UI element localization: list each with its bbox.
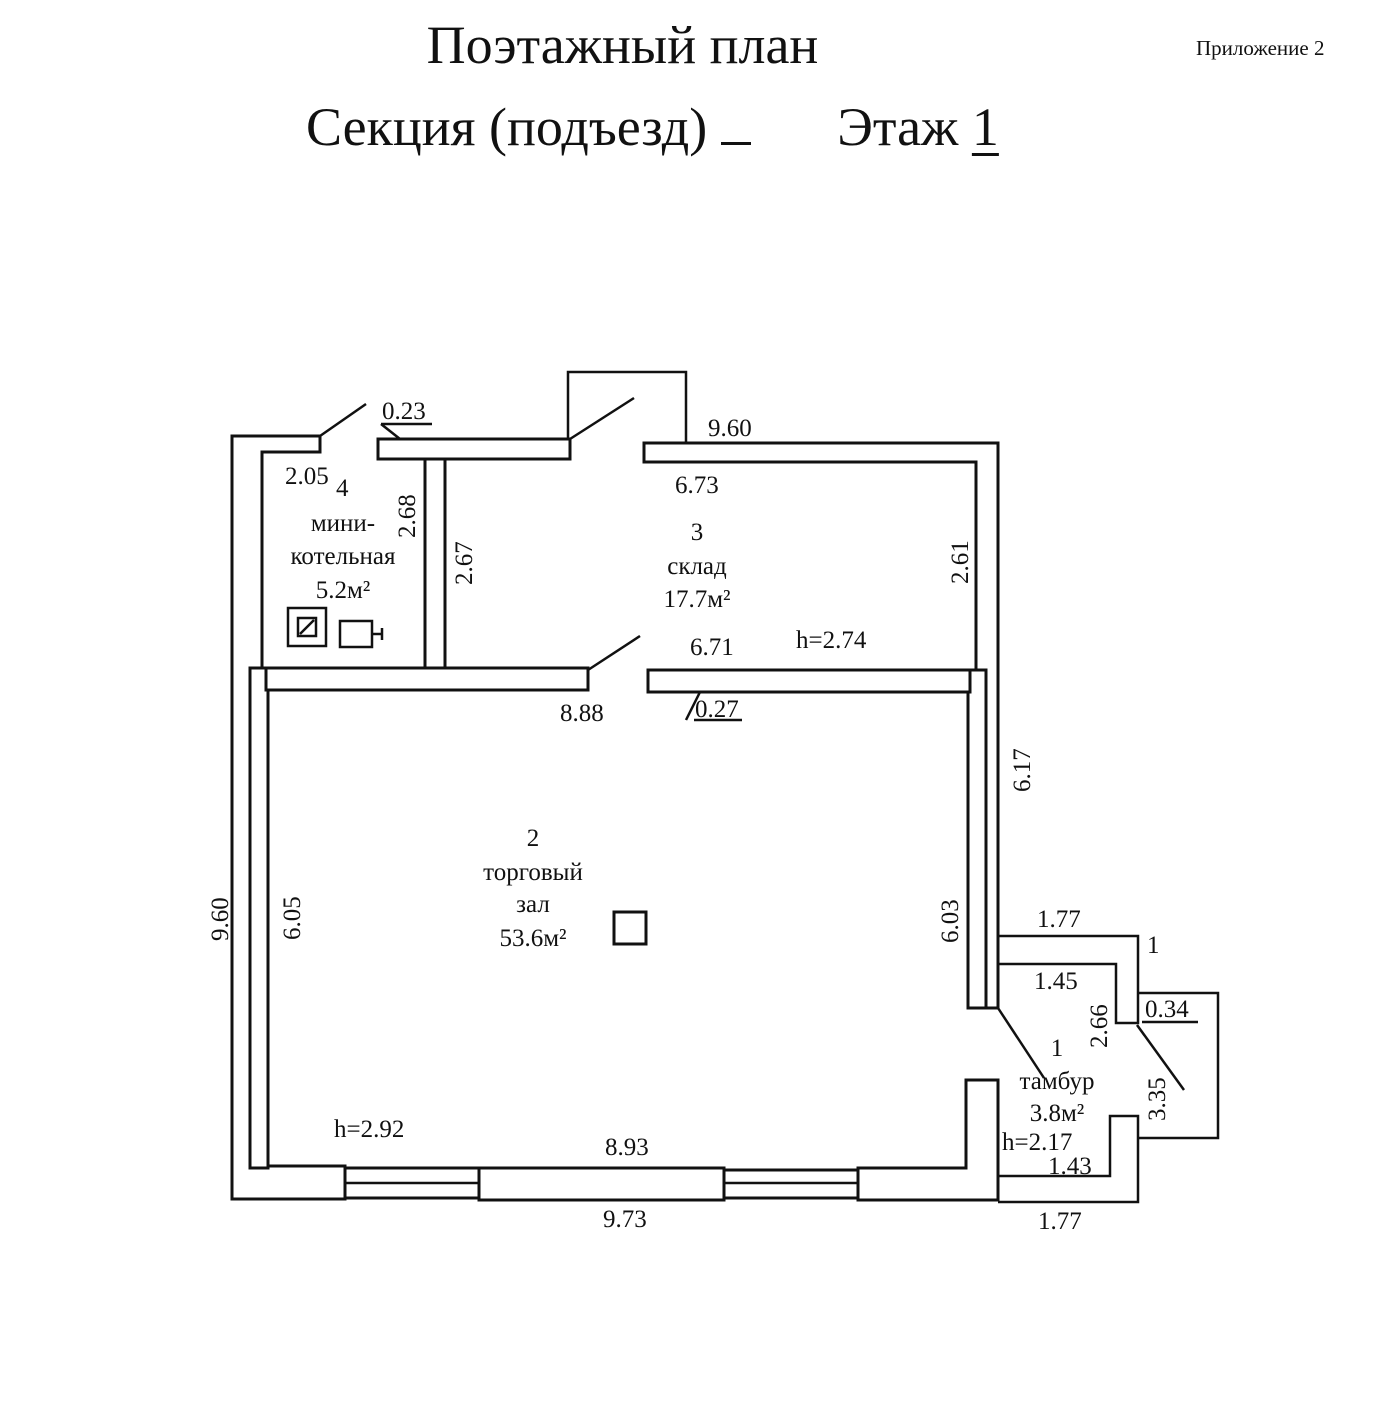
floor-number: 1 xyxy=(971,97,999,157)
dim-vest-top-inner: 1.45 xyxy=(1034,968,1078,995)
page-title: Поэтажный план xyxy=(426,15,819,75)
dim-boiler-width: 2.05 xyxy=(285,463,329,490)
room-3-number: 3 xyxy=(691,519,704,546)
room-1-area: 3.8м² xyxy=(1030,1100,1085,1127)
dim-storage-left: 2.67 xyxy=(451,541,478,585)
door-storage-top xyxy=(569,396,635,441)
dim-left-inner: 6.05 xyxy=(279,896,306,940)
room-2-area: 53.6м² xyxy=(499,925,566,952)
door-vestibule-outer xyxy=(1135,1024,1186,1091)
room-4-area: 5.2м² xyxy=(316,577,371,604)
room-4-name-line2: котельная xyxy=(291,543,396,570)
dim-vest-bottom-outer: 1.77 xyxy=(1038,1208,1082,1235)
storage-niche xyxy=(566,370,688,443)
vestibule-bottom-walls xyxy=(998,1114,1140,1204)
room-4-name-line1: мини- xyxy=(311,510,375,537)
dim-vest-step: 1 xyxy=(1147,932,1160,959)
wall-bottom-right xyxy=(856,1078,1000,1202)
dim-right-outer: 6.17 xyxy=(1009,748,1036,792)
dim-left-outer: 9.60 xyxy=(207,897,234,941)
boiler-fixture-icon xyxy=(286,606,328,648)
appendix-label: Приложение 2 xyxy=(1196,36,1325,60)
dim-top-inner: 6.73 xyxy=(675,472,719,499)
dim-bottom-inner: 8.93 xyxy=(605,1134,649,1161)
wall-top-boiler xyxy=(376,437,572,461)
dim-vest-height: 2.66 xyxy=(1086,1004,1113,1048)
section-floor-line: Секция (подъезд) Этаж 1 xyxy=(306,96,1066,158)
column-icon xyxy=(612,910,648,946)
door-storage-hall xyxy=(587,634,641,672)
room-2-number: 2 xyxy=(527,825,540,852)
room-3-area: 17.7м² xyxy=(663,586,730,613)
dim-storage-bottom: 6.71 xyxy=(690,634,734,661)
dim-vest-top-outer: 1.77 xyxy=(1037,906,1081,933)
door-vestibule-inner xyxy=(996,1007,1046,1079)
room-2-name-line2: зал xyxy=(516,891,550,918)
dim-boiler-height: 2.68 xyxy=(394,494,421,538)
dim-bottom-outer: 9.73 xyxy=(603,1206,647,1233)
dim-storage-right: 2.61 xyxy=(947,540,974,584)
vestibule-porch xyxy=(1138,991,1220,1140)
dim-mid-wall-thickness: 0.27 xyxy=(695,696,739,723)
room-2-name-line1: торговый xyxy=(483,859,583,886)
height-vestibule: h=2.17 xyxy=(1002,1129,1072,1156)
wall-right-inner xyxy=(966,668,988,1010)
wall-bottom-mid xyxy=(477,1166,726,1202)
room-1-name: тамбур xyxy=(1020,1068,1095,1095)
vestibule-outer-walls xyxy=(998,934,1140,1025)
wall-mid-left xyxy=(264,666,590,692)
section-blank xyxy=(721,98,752,145)
room-3-name: склад xyxy=(667,553,727,580)
dim-mid-wall: 8.88 xyxy=(560,700,604,727)
dim-boiler-gap: 0.23 xyxy=(382,398,426,425)
boiler-fixture-inner xyxy=(296,616,318,638)
dim-top-outer: 9.60 xyxy=(708,415,752,442)
height-storage: h=2.74 xyxy=(796,627,867,654)
dim-right-inner: 6.03 xyxy=(937,899,964,943)
door-boiler xyxy=(319,402,367,438)
wall-mid-right xyxy=(646,668,972,694)
dim-vest-bottom-inner: 1.43 xyxy=(1048,1153,1092,1180)
wall-left-inner xyxy=(248,666,270,1170)
section-label: Секция (подъезд) xyxy=(306,97,708,157)
room-1-number: 1 xyxy=(1051,1035,1064,1062)
floor-label: Этаж xyxy=(837,97,959,157)
wall-boiler-storage xyxy=(423,457,447,670)
water-heater-icon xyxy=(338,619,374,649)
dim-vest-outer-height: 3.35 xyxy=(1144,1077,1171,1121)
room-4-number: 4 xyxy=(336,475,349,502)
dim-vest-gap: 0.34 xyxy=(1145,996,1189,1023)
height-hall: h=2.92 xyxy=(334,1116,404,1143)
